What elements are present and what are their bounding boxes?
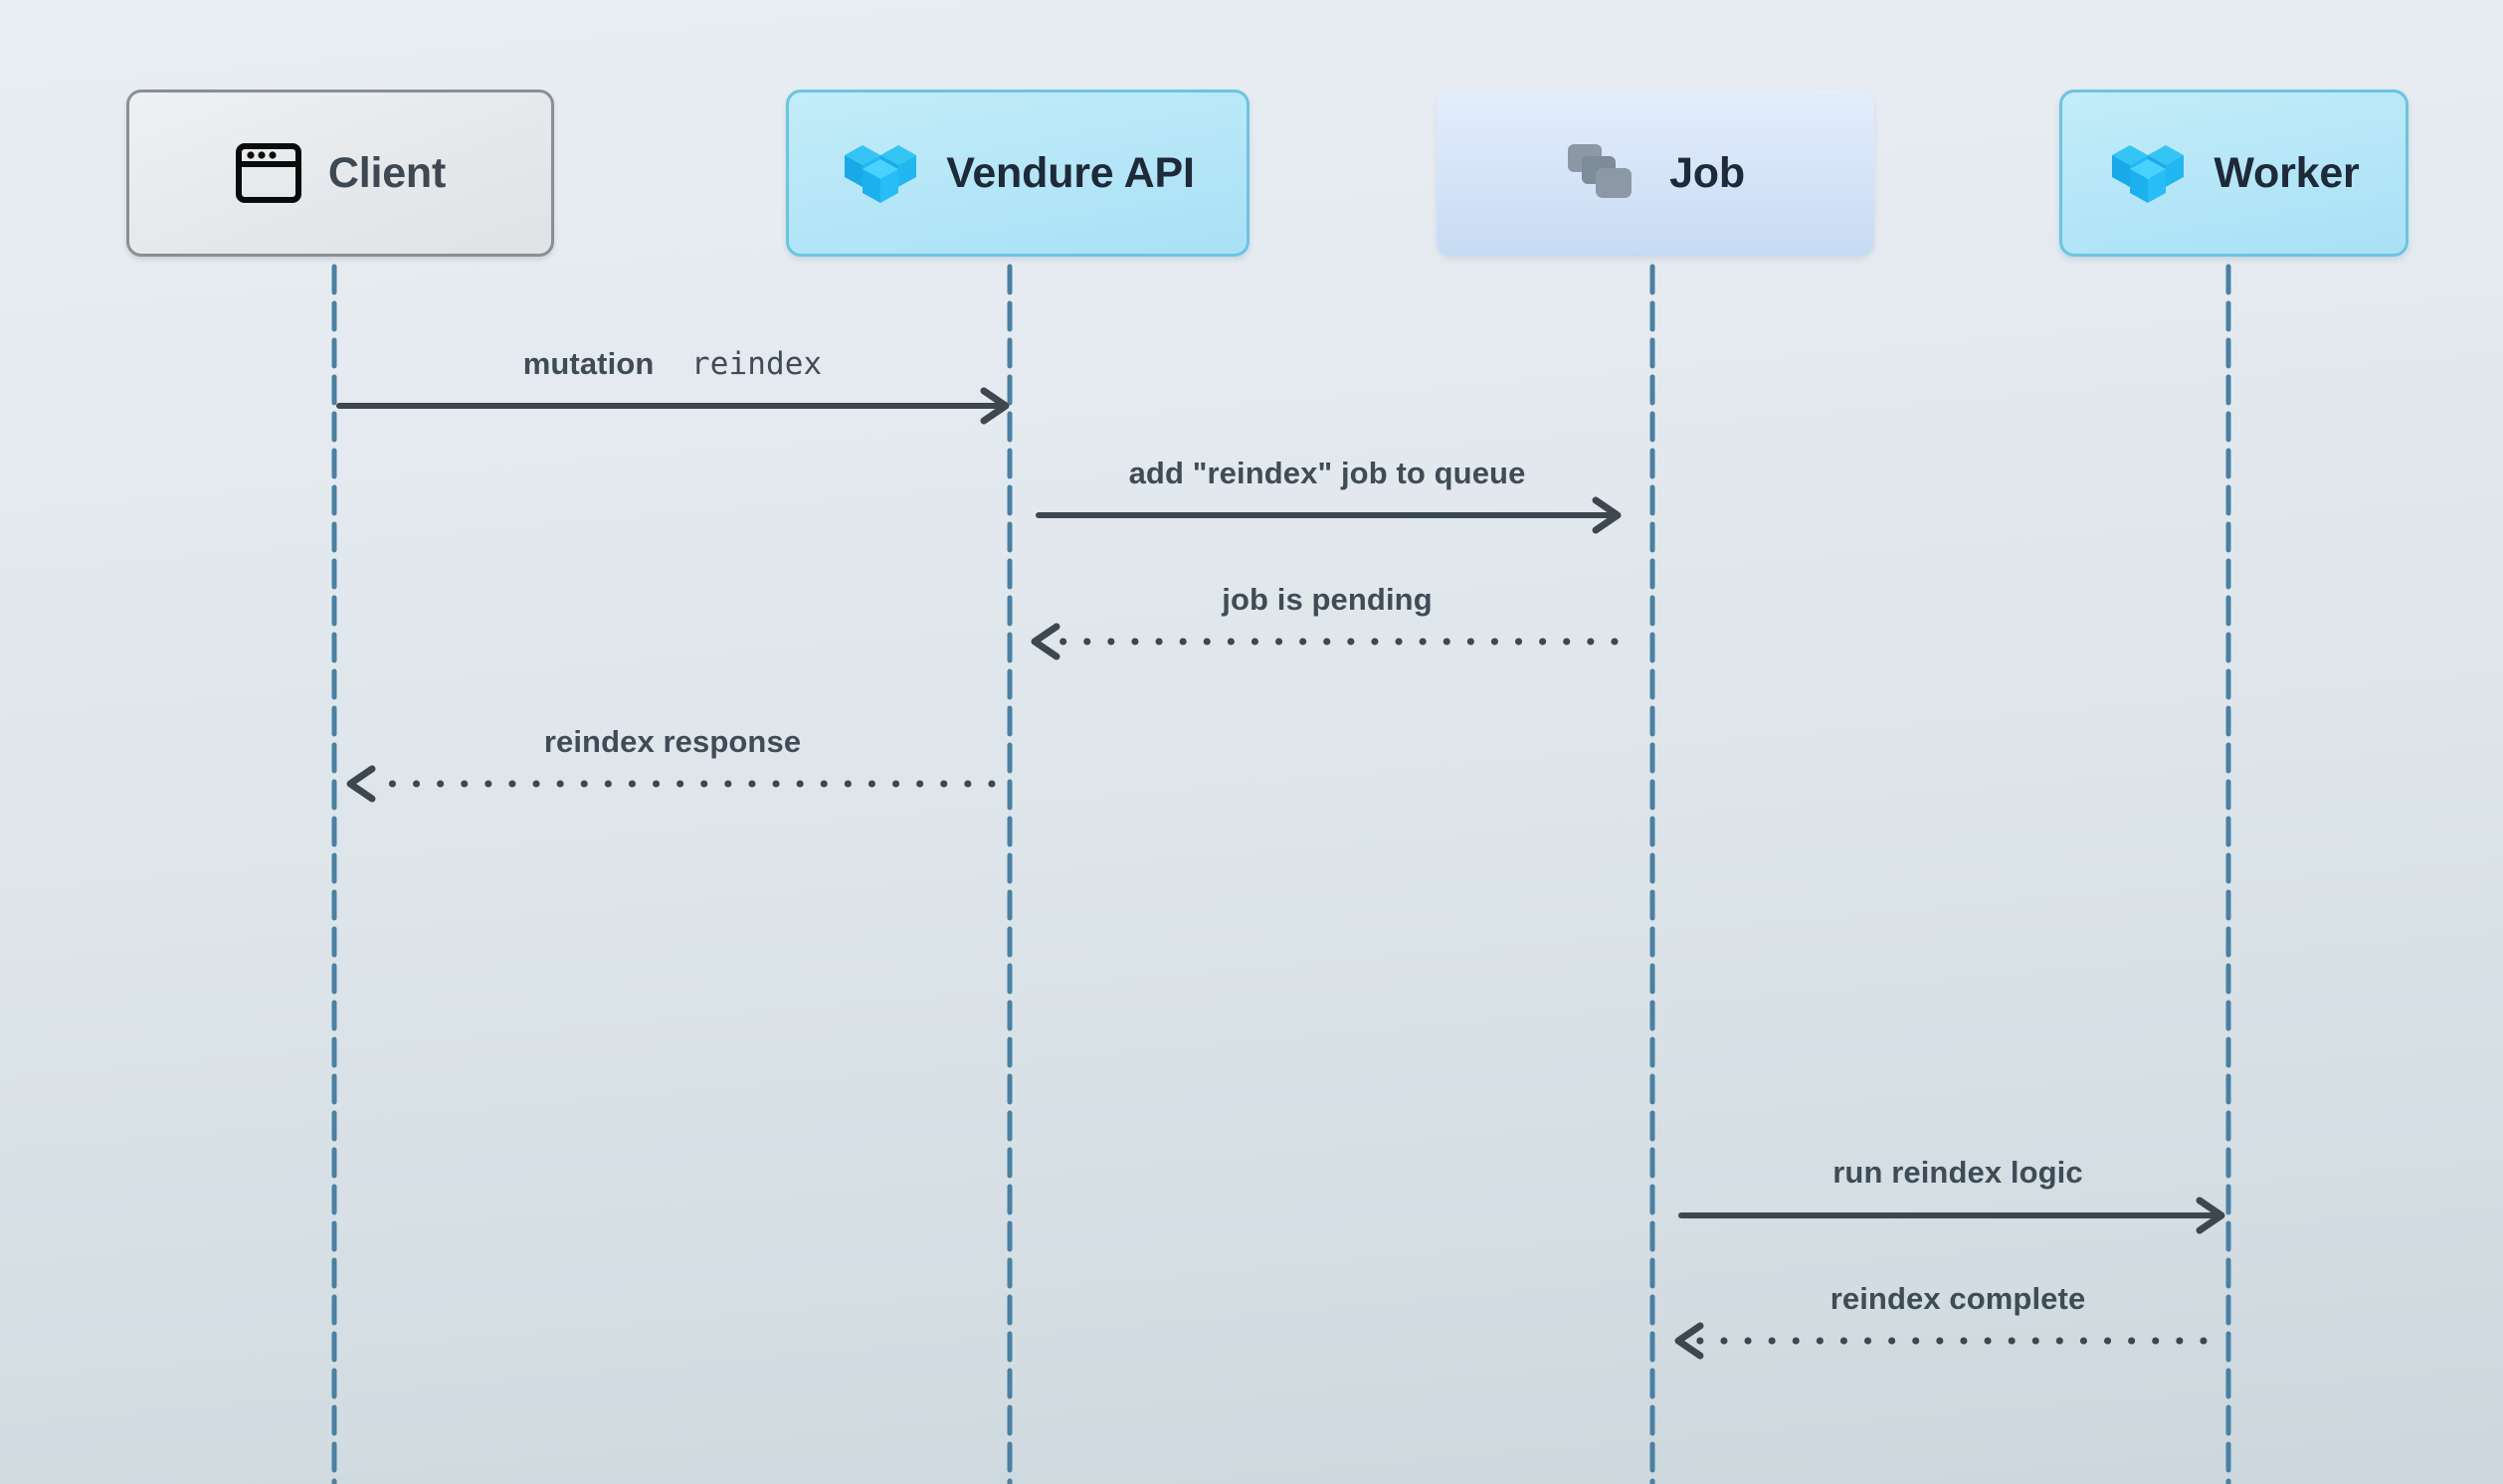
participant-label-vendure-api: Vendure API [946, 148, 1195, 197]
message-arrowhead-m1 [980, 387, 1010, 425]
messages-group [336, 387, 2225, 1360]
participant-job[interactable]: Job [1437, 90, 1874, 257]
browser-window-icon [235, 142, 302, 204]
message-arrowhead-m6 [1674, 1322, 1704, 1360]
message-label-m5: run reindex logic [1832, 1155, 2083, 1190]
lifelines-group [331, 264, 2231, 1484]
message-arrowhead-m4 [346, 765, 376, 803]
vendure-cubes-icon [841, 137, 920, 209]
message-m4 [346, 765, 996, 803]
message-m1 [336, 387, 1010, 425]
message-label-m2: add "reindex" job to queue [1128, 456, 1526, 490]
message-arrowhead-m5 [2196, 1197, 2225, 1234]
participant-label-client: Client [327, 148, 447, 197]
participant-label-job: Job [1669, 148, 1745, 197]
message-label-m3: job is pending [1222, 582, 1433, 617]
participant-vendure-api[interactable]: Vendure API [786, 90, 1250, 257]
participant-client[interactable]: Client [126, 90, 554, 257]
message-m2 [1036, 496, 1622, 534]
message-label-m6: reindex complete [1829, 1281, 2086, 1316]
message-label-part: reindex [654, 346, 823, 382]
participant-label-worker: Worker [2214, 148, 2360, 197]
message-label-part: mutation [522, 346, 655, 381]
message-m6 [1674, 1322, 2208, 1360]
message-label-m4: reindex response [543, 724, 802, 759]
message-arrowhead-m3 [1031, 623, 1060, 660]
message-label-m1: mutation reindex [523, 346, 823, 382]
stacked-cards-icon [1566, 142, 1643, 204]
message-m5 [1678, 1197, 2225, 1234]
message-arrowhead-m2 [1592, 496, 1622, 534]
participant-worker[interactable]: Worker [2059, 90, 2408, 257]
message-m3 [1031, 623, 1619, 660]
vendure-cubes-icon [2108, 137, 2188, 209]
